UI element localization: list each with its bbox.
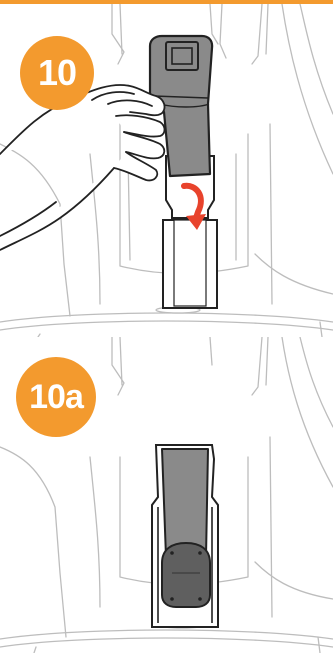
step-number-badge: 10a [16, 357, 96, 437]
step-10a-panel: 10a [0, 337, 333, 653]
hand-icon [0, 85, 165, 250]
buckle-receiver [163, 156, 217, 308]
buckled-seat-belt [152, 445, 218, 627]
step-10-panel: 10 [0, 4, 333, 337]
step-number-badge: 10 [20, 36, 94, 110]
